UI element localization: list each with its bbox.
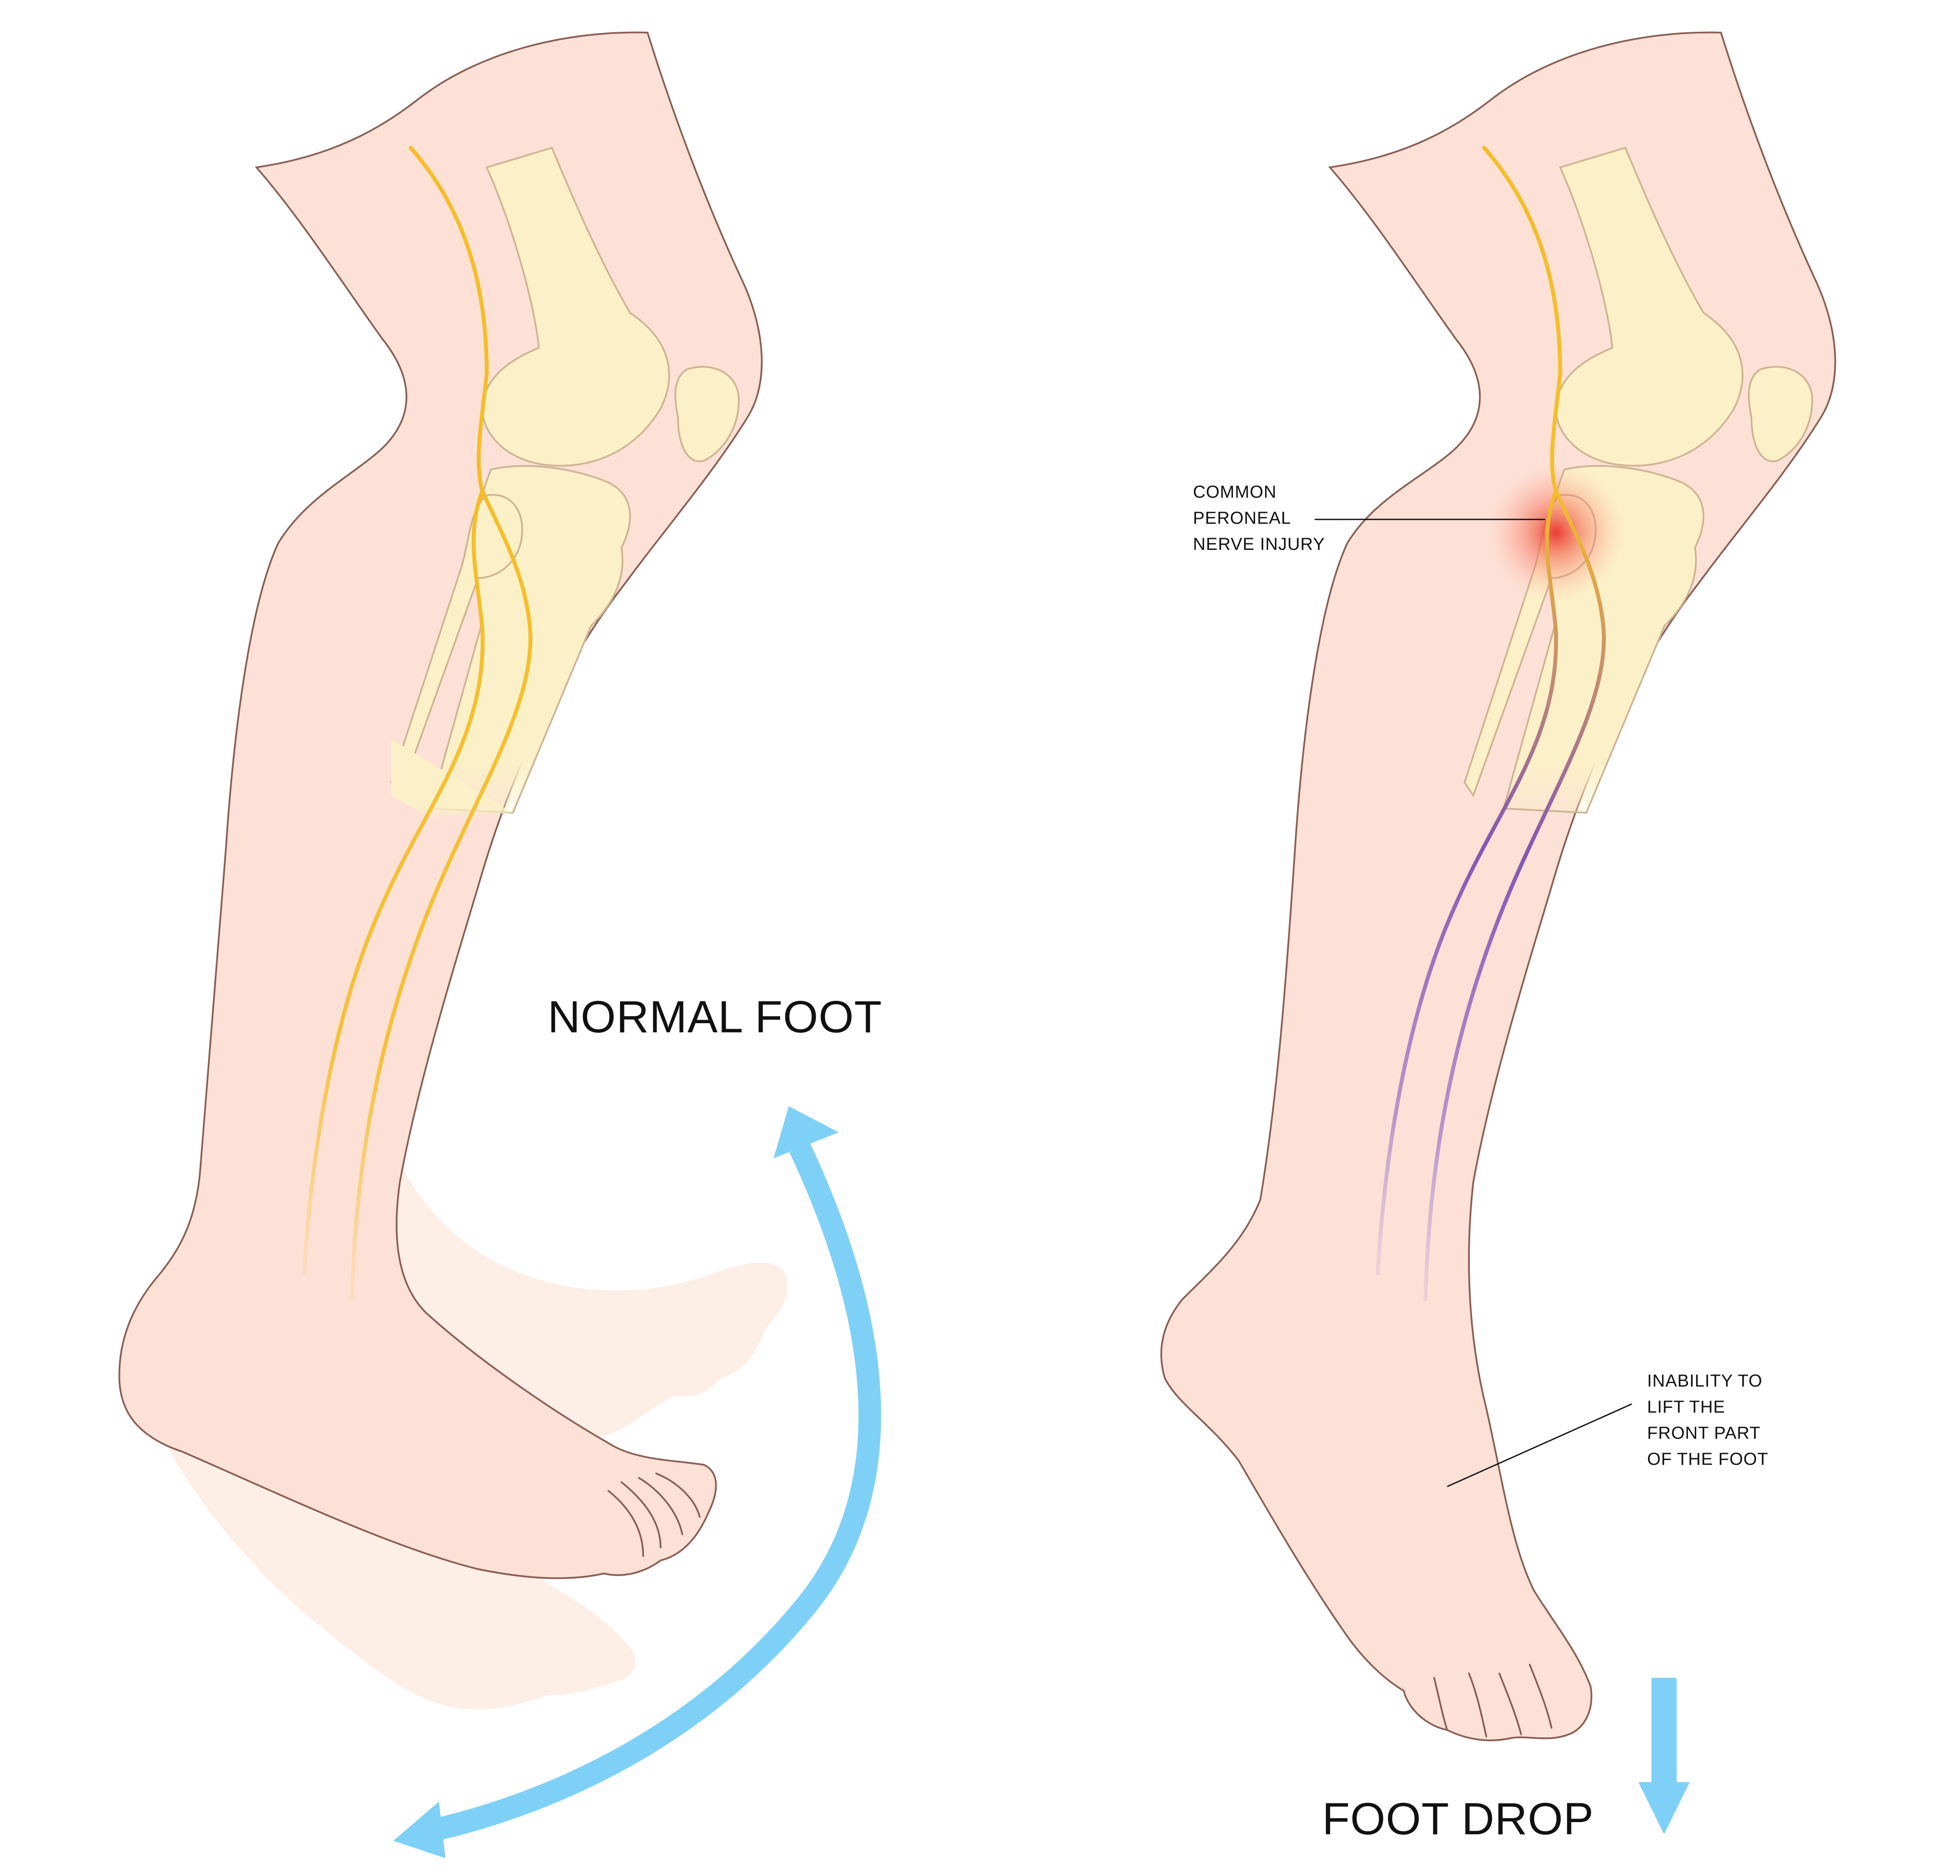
inability-label: INABILITY TO LIFT THE FRONT PART OF THE … — [1647, 1371, 1768, 1469]
patella — [1748, 366, 1814, 462]
injury-label: COMMON PERONEAL NERVE INJURY — [1193, 482, 1325, 554]
femur — [481, 146, 670, 467]
patella — [674, 366, 740, 462]
drop-toes — [1433, 1664, 1552, 1737]
peroneal-nerve-damaged — [1375, 489, 1558, 1276]
tibial-nerve-damaged — [1423, 489, 1606, 1302]
drop-nerves — [1375, 146, 1606, 1302]
down-arrow-icon — [1638, 1678, 1690, 1834]
ghost-foot-lowered — [165, 1434, 636, 1710]
foot-drop-title: FOOT DROP — [1322, 1794, 1594, 1844]
normal-toes — [608, 1473, 701, 1557]
curved-double-arrow-icon — [393, 1106, 881, 1858]
tibial-nerve — [350, 489, 533, 1302]
normal-foot-title: NORMAL FOOT — [548, 992, 882, 1042]
normal-foot-panel: NORMAL FOOT — [118, 31, 882, 1858]
foot-leader-line — [1447, 1403, 1632, 1487]
sciatic-nerve — [1482, 146, 1562, 493]
sciatic-nerve — [409, 146, 489, 493]
peroneal-nerve — [302, 489, 485, 1276]
femur — [1554, 146, 1744, 467]
foot-drop-panel: COMMON PERONEAL NERVE INJURY INABILITY T… — [1160, 31, 1836, 1844]
drop-leg-skin — [1160, 31, 1836, 1741]
normal-nerves — [302, 146, 533, 1302]
fibula — [390, 494, 523, 798]
